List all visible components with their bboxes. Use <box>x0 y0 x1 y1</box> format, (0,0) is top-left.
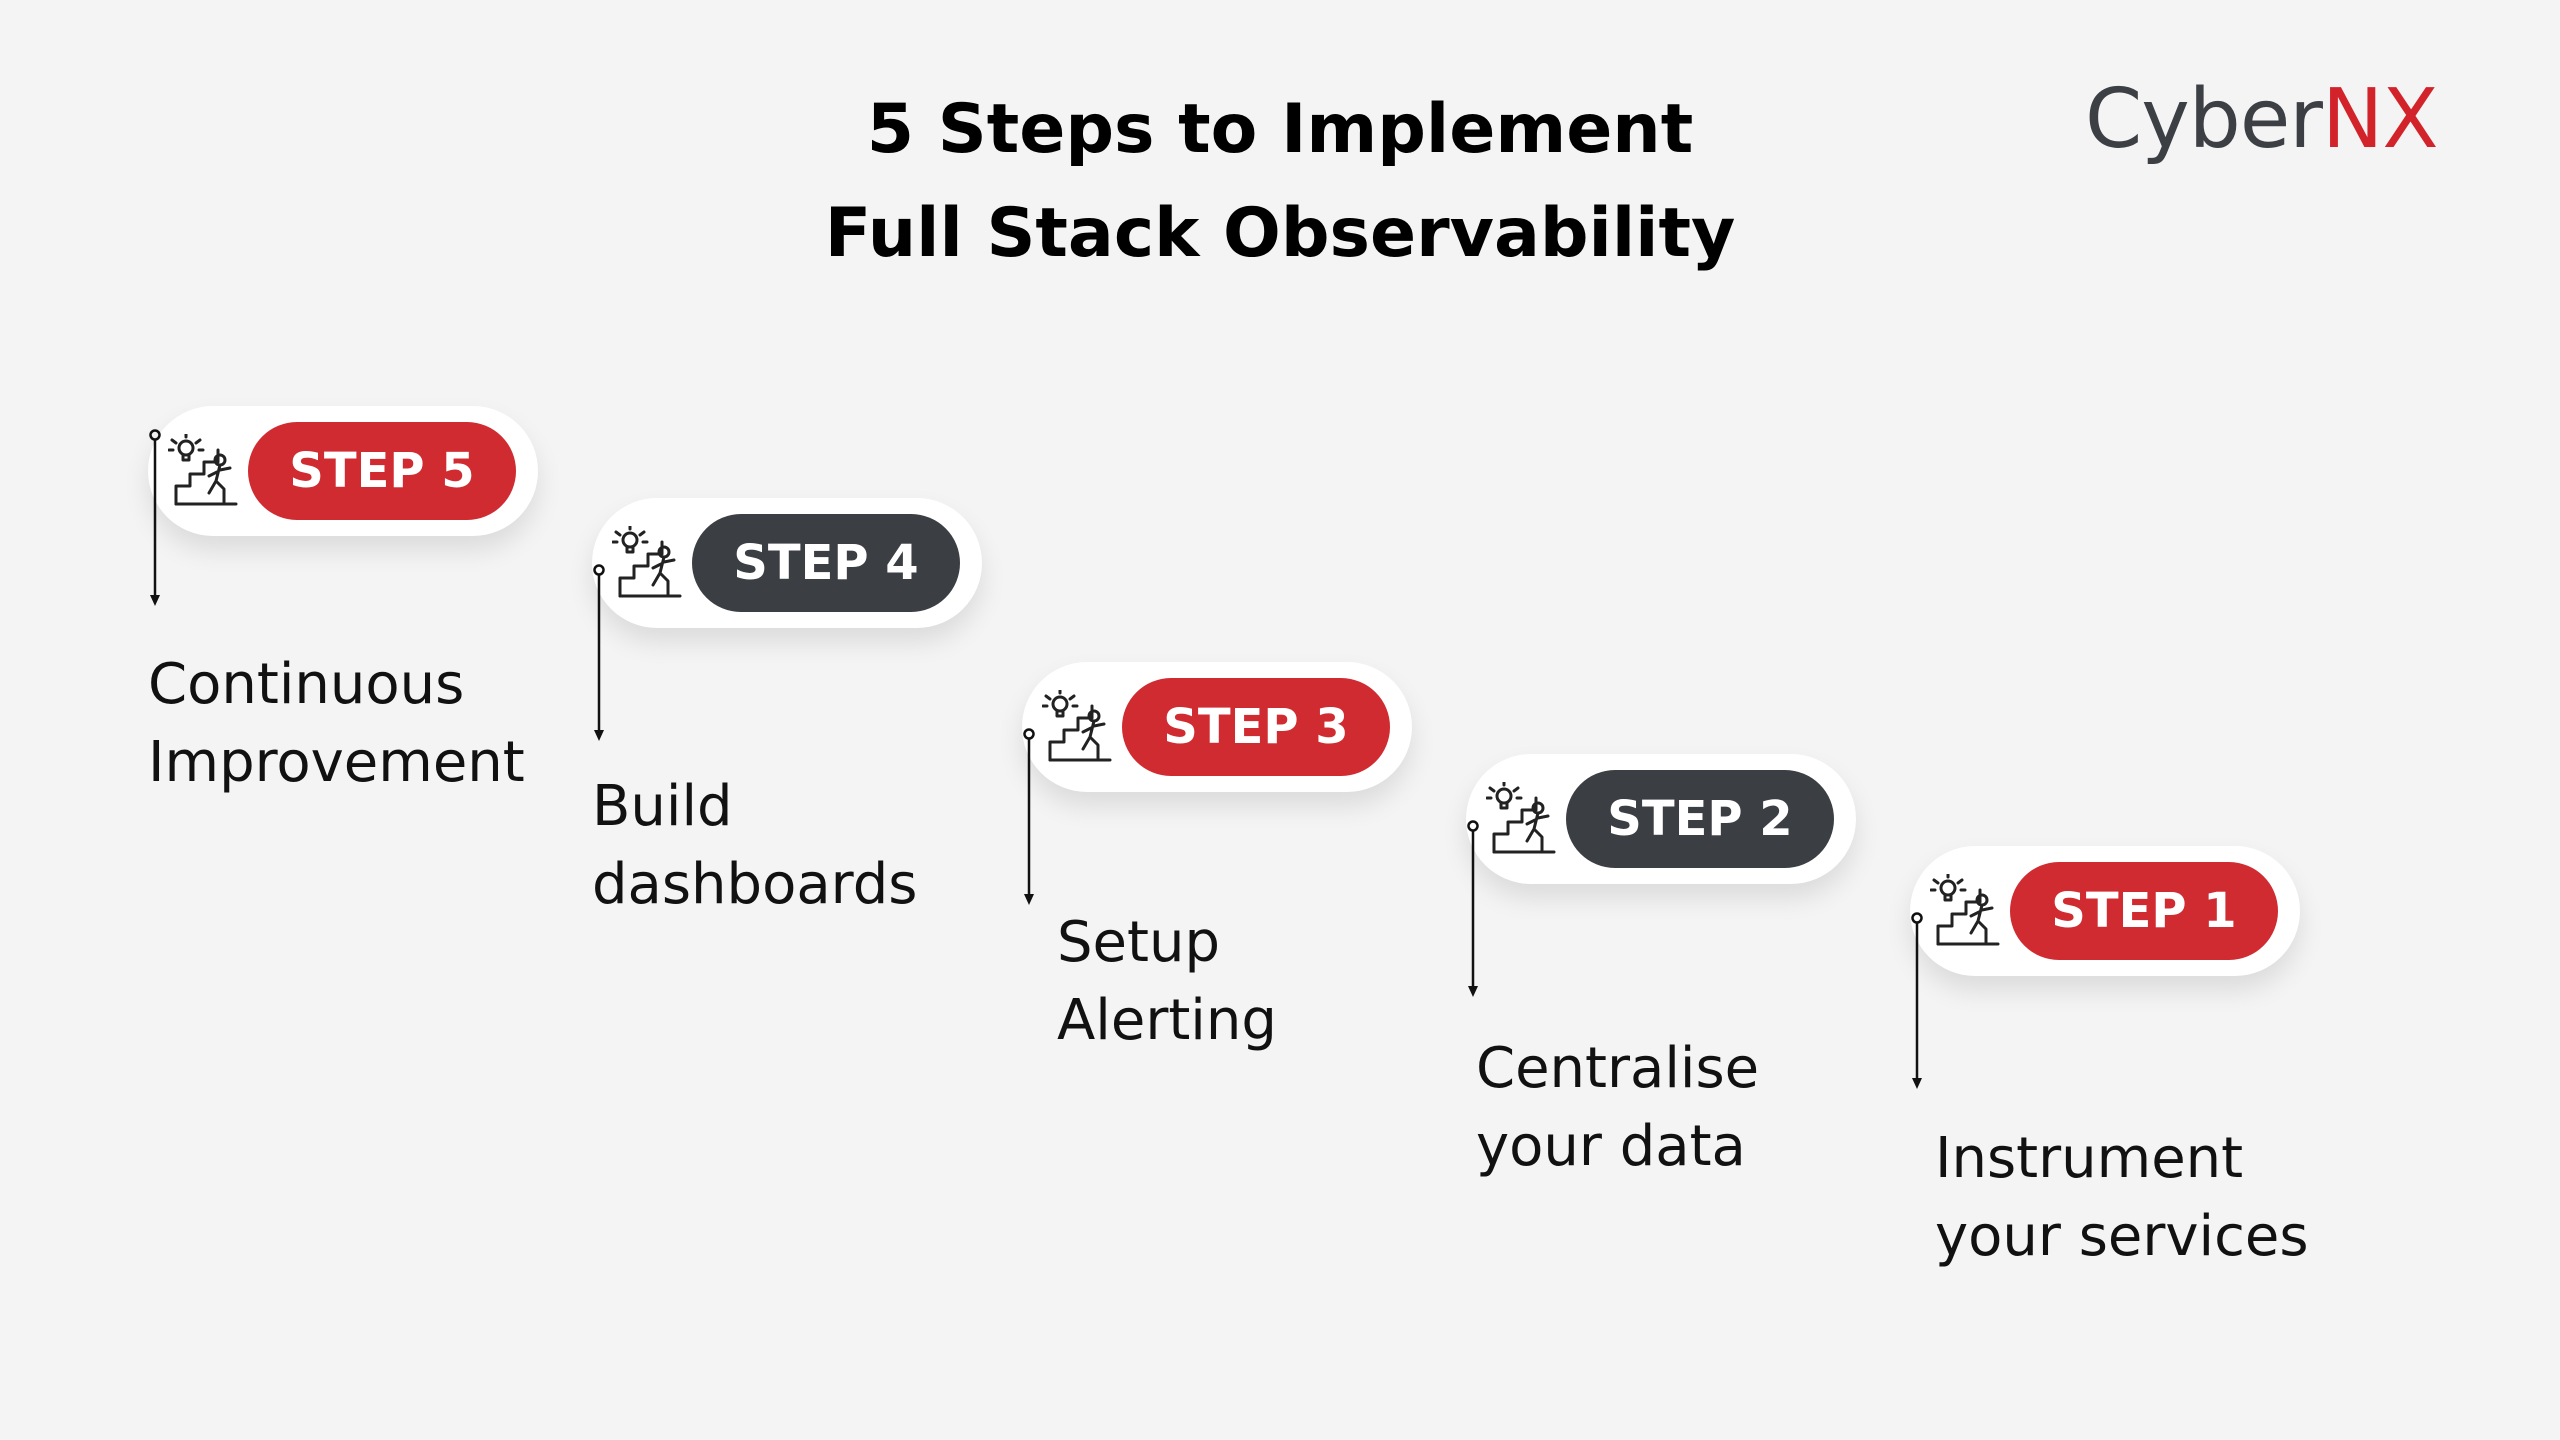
brand-logo: CyberNX <box>2085 70 2439 170</box>
step-4-card: STEP 4 Build dashboards <box>592 498 1032 917</box>
step-3-label: Setup Alerting <box>1057 904 1497 1060</box>
step-4-label-line-2: dashboards <box>592 852 918 917</box>
logo-text-nx: NX <box>2322 72 2439 167</box>
step-3-label-line-1: Setup <box>1057 910 1220 975</box>
stairs-climber-idea-icon <box>168 434 238 506</box>
step-1-pill: STEP 1 <box>1910 846 2300 976</box>
step-2-label-line-1: Centralise <box>1476 1036 1760 1101</box>
step-5-label-line-2: Improvement <box>148 730 525 795</box>
step-3-card: STEP 3 Setup Alerting <box>1022 662 1462 1053</box>
stairs-climber-idea-icon <box>1042 690 1112 762</box>
title-line-2: Full Stack Observability <box>824 194 1736 273</box>
step-1-card: STEP 1 Instrument your services <box>1910 846 2350 1269</box>
step-2-label: Centralise your data <box>1476 1030 1916 1186</box>
step-2-pill: STEP 2 <box>1466 754 1856 884</box>
page-title: 5 Steps to Implement Full Stack Observab… <box>780 78 1780 286</box>
step-5-card: STEP 5 Continuous Improvement <box>148 406 588 795</box>
stairs-climber-idea-icon <box>1930 874 2000 946</box>
step-2-badge: STEP 2 <box>1566 770 1834 868</box>
step-3-badge: STEP 3 <box>1122 678 1390 776</box>
step-3-pill: STEP 3 <box>1022 662 1412 792</box>
stairs-climber-idea-icon <box>612 526 682 598</box>
step-1-label-line-1: Instrument <box>1935 1126 2244 1191</box>
step-1-badge: STEP 1 <box>2010 862 2278 960</box>
step-1-label: Instrument your services <box>1935 1120 2375 1276</box>
stairs-climber-idea-icon <box>1486 782 1556 854</box>
step-4-label: Build dashboards <box>592 768 1032 924</box>
down-arrow-connector <box>1911 912 1923 1089</box>
title-line-1: 5 Steps to Implement <box>866 90 1694 169</box>
step-1-label-line-2: your services <box>1935 1204 2309 1269</box>
step-5-pill: STEP 5 <box>148 406 538 536</box>
step-5-label: Continuous Improvement <box>148 646 588 802</box>
down-arrow-connector <box>1467 820 1479 997</box>
down-arrow-connector <box>1023 728 1035 905</box>
step-4-label-line-1: Build <box>592 774 733 839</box>
down-arrow-connector <box>149 429 161 606</box>
down-arrow-connector <box>593 564 605 741</box>
step-2-label-line-2: your data <box>1476 1114 1746 1179</box>
step-4-badge: STEP 4 <box>692 514 960 612</box>
step-3-label-line-2: Alerting <box>1057 988 1277 1053</box>
step-5-label-line-1: Continuous <box>148 652 465 717</box>
step-2-card: STEP 2 Centralise your data <box>1466 754 1906 1179</box>
step-4-pill: STEP 4 <box>592 498 982 628</box>
logo-text-cyber: Cyber <box>2085 72 2323 167</box>
step-5-badge: STEP 5 <box>248 422 516 520</box>
